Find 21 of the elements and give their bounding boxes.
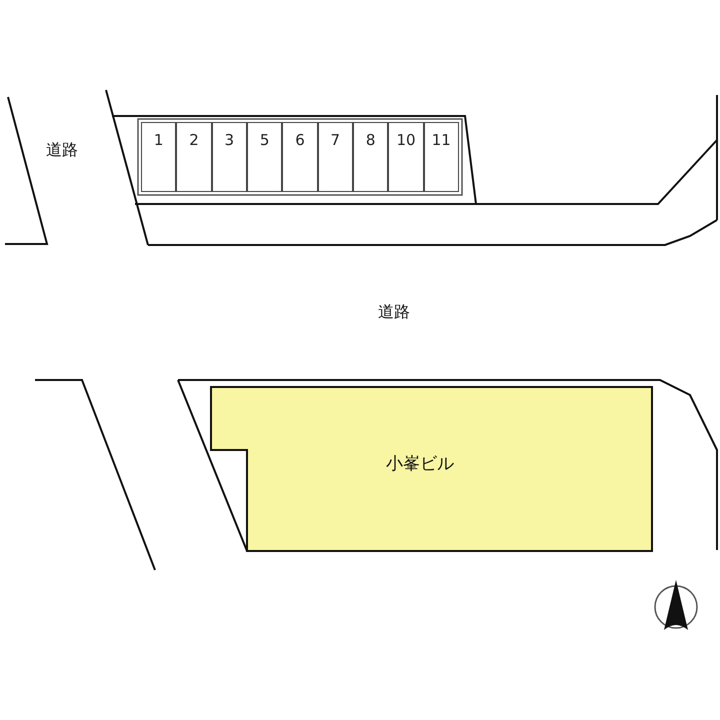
space-number: 10 (396, 133, 416, 151)
parking-space (212, 122, 247, 192)
space-number: 3 (224, 133, 234, 151)
space-number: 8 (366, 133, 376, 151)
space-number: 2 (189, 133, 199, 151)
space-number: 11 (432, 133, 451, 151)
parking-space (282, 122, 318, 192)
road-label: 道路 (46, 142, 78, 158)
space-number: 1 (154, 133, 164, 151)
space-number: 7 (330, 133, 340, 151)
parking-space (353, 122, 388, 192)
space-number: 5 (260, 133, 270, 151)
road-label: 道路 (378, 304, 410, 320)
space-number: 6 (295, 133, 305, 151)
parking-space (318, 122, 353, 192)
parking-space (388, 122, 424, 192)
parking-space (247, 122, 282, 192)
parking-space (141, 122, 176, 192)
parking-space (424, 122, 459, 192)
parking-space (176, 122, 212, 192)
building-name: 小峯ビル (386, 456, 454, 473)
